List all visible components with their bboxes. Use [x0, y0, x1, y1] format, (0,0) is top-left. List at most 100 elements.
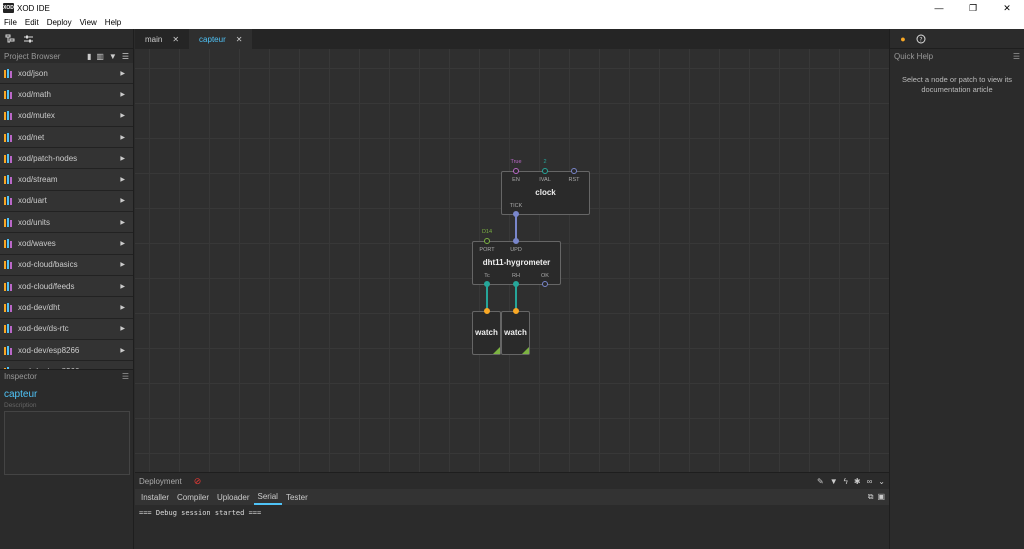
copy-icon[interactable]: ⧉ [867, 492, 874, 501]
menu-file[interactable]: File [4, 18, 17, 27]
list-item[interactable]: xod/waves▶ [0, 233, 133, 255]
library-icon [4, 302, 14, 312]
expand-arrow-icon[interactable]: ▶ [120, 155, 125, 162]
sliders-icon[interactable] [21, 32, 35, 46]
right-toolbar: ● ? [890, 29, 1024, 49]
pin-label-port: PORT [479, 247, 495, 253]
library-icon [4, 68, 14, 78]
list-item[interactable]: xod/net ▶ [0, 126, 133, 149]
account-icon[interactable]: ● [900, 33, 906, 44]
maximize-button[interactable]: ❐ [968, 2, 978, 13]
tab-uploader[interactable]: Uploader [217, 492, 250, 502]
watch-node-tc[interactable]: watch [472, 311, 501, 355]
menu-help[interactable]: Help [104, 18, 122, 27]
list-item[interactable]: xod-dev/esp8266-mcu▶ [0, 361, 133, 369]
list-item[interactable]: xod-dev/esp8266▶ [0, 339, 133, 362]
list-item[interactable]: xod-cloud/basics ▶ [0, 254, 133, 276]
expand-arrow-icon[interactable]: ▶ [120, 262, 125, 269]
pin-watch-rh-in[interactable] [513, 308, 519, 314]
tab-serial[interactable]: Serial [253, 489, 282, 505]
pin-en[interactable] [513, 168, 519, 174]
panel-menu-icon[interactable]: ☰ [121, 51, 129, 61]
watch-node-rh[interactable]: watch [501, 311, 530, 355]
list-item-label: xod-cloud/basics [18, 260, 78, 270]
list-item[interactable]: xod/json ▶ [0, 63, 133, 85]
list-item[interactable]: xod/stream▶ [0, 169, 133, 191]
list-item[interactable]: xod/units▶ [0, 212, 133, 234]
pin-ok[interactable] [542, 281, 548, 287]
pin-tc[interactable] [484, 281, 490, 287]
pin-tick[interactable] [513, 211, 519, 217]
resize-corner[interactable] [493, 347, 500, 354]
list-item[interactable]: xod-cloud/feeds ▶ [0, 275, 133, 298]
expand-arrow-icon[interactable]: ▶ [120, 304, 125, 311]
expand-arrow-icon[interactable]: ▶ [120, 70, 125, 77]
save-icon[interactable]: ▣ [877, 492, 885, 501]
pin-port[interactable] [484, 238, 490, 244]
expand-arrow-icon[interactable]: ▶ [120, 368, 125, 370]
library-icon [4, 366, 14, 369]
list-item[interactable]: xod-dev/ds-rtc▶ [0, 318, 133, 340]
menu-view[interactable]: View [79, 18, 97, 27]
tab-label: capteur [199, 34, 226, 44]
expand-arrow-icon[interactable]: ▶ [120, 241, 125, 248]
pin-rh[interactable] [513, 281, 519, 287]
clear-log-icon[interactable]: ✎ [817, 476, 824, 486]
inspector-menu-icon[interactable]: ☰ [121, 372, 129, 381]
list-item-label: xod/json [18, 68, 48, 78]
add-library-icon[interactable]: ▥ [96, 51, 104, 61]
tab-compiler[interactable]: Compiler [177, 492, 210, 502]
expand-arrow-icon[interactable]: ▶ [120, 91, 125, 98]
list-item[interactable]: xod-dev/dht▶ [0, 297, 133, 319]
link-icon[interactable]: ∞ [866, 476, 873, 486]
dht11-hygrometer-node[interactable]: dht11-hygrometer [472, 241, 561, 285]
expand-arrow-icon[interactable]: ▶ [120, 219, 125, 226]
deployment-title: Deployment [139, 476, 182, 486]
list-item-label: xod/net [18, 132, 45, 142]
help-icon[interactable]: ? [914, 32, 928, 46]
tab-tester[interactable]: Tester [285, 492, 308, 502]
expand-arrow-icon[interactable]: ▶ [120, 347, 125, 354]
menu-edit[interactable]: Edit [24, 18, 39, 27]
list-item[interactable]: xod/math▶ [0, 84, 133, 106]
list-item[interactable]: xod/mutex▶ [0, 105, 133, 127]
list-item[interactable]: xod/uart▶ [0, 190, 133, 213]
list-item[interactable]: xod/patch-nodes ▶ [0, 148, 133, 170]
close-icon[interactable]: ✕ [172, 34, 180, 44]
library-icon [4, 260, 14, 270]
project-browser-header: Project Browser ▮ ▥ ▼ ☰ [0, 49, 133, 63]
tab-main[interactable]: main ✕ [135, 29, 189, 49]
close-button[interactable]: ✕ [1003, 2, 1011, 13]
node-title: watch [504, 328, 527, 337]
patch-canvas[interactable]: clock True 2 EN IVAL RST TICK dht11-hygr… [135, 49, 889, 472]
tab-installer[interactable]: Installer [141, 492, 170, 502]
chevron-down-icon[interactable]: ⌄ [878, 476, 885, 486]
expand-arrow-icon[interactable]: ▶ [120, 177, 125, 184]
minimize-button[interactable]: — [934, 3, 944, 13]
tab-capteur[interactable]: capteur ✕ [189, 29, 253, 49]
expand-arrow-icon[interactable]: ▶ [120, 113, 125, 120]
filter-icon[interactable]: ▼ [829, 476, 838, 486]
expand-arrow-icon[interactable]: ▶ [120, 134, 125, 141]
menu-deploy[interactable]: Deploy [46, 18, 72, 27]
expand-arrow-icon[interactable]: ▶ [120, 283, 125, 290]
filter-icon[interactable]: ▼ [108, 51, 117, 61]
list-item-label: xod-cloud/feeds [18, 281, 75, 291]
debug-icon[interactable]: ✱ [853, 476, 861, 486]
quick-help-menu-icon[interactable]: ☰ [1012, 51, 1020, 61]
pin-upd[interactable] [513, 238, 519, 244]
pin-ival[interactable] [542, 168, 548, 174]
new-patch-icon[interactable]: ▮ [86, 51, 92, 61]
resize-corner[interactable] [522, 347, 529, 354]
clock-node[interactable]: clock [501, 171, 590, 215]
upload-icon[interactable]: ϟ [843, 476, 848, 486]
description-field[interactable] [4, 411, 130, 475]
pin-watch-tc-in[interactable] [484, 308, 490, 314]
expand-arrow-icon[interactable]: ▶ [120, 198, 125, 205]
list-item-label: xod/patch-nodes [18, 153, 78, 163]
close-icon[interactable]: ✕ [235, 34, 243, 44]
expand-arrow-icon[interactable]: ▶ [120, 326, 125, 333]
pin-rst[interactable] [571, 168, 577, 174]
library-icon [4, 153, 14, 163]
project-tree-icon[interactable] [3, 32, 17, 46]
